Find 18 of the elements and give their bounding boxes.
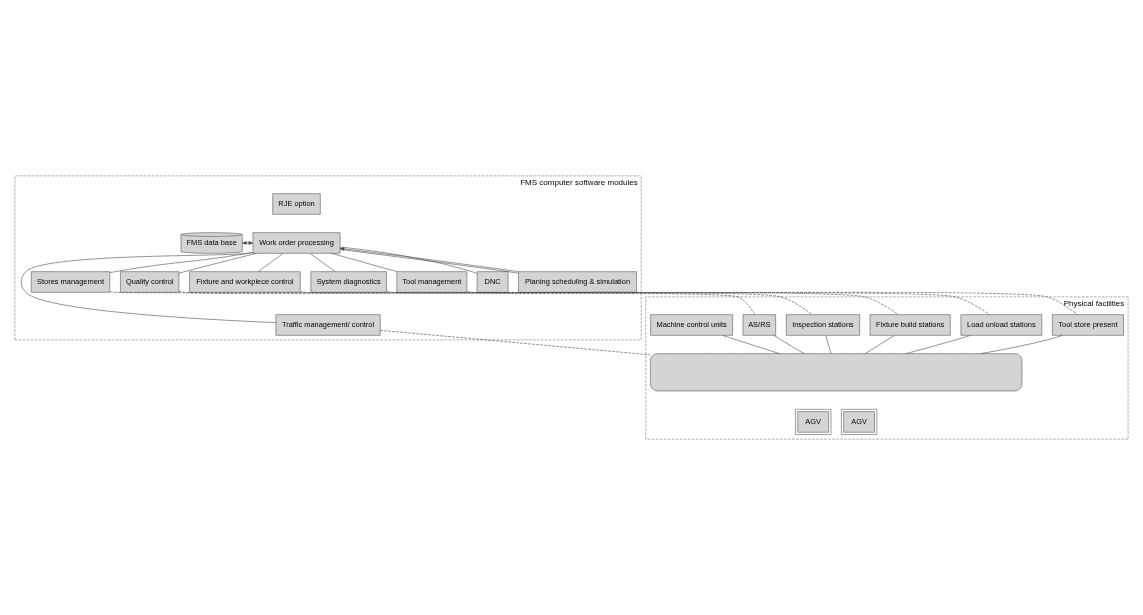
connector	[825, 335, 832, 354]
connector	[466, 291, 1078, 315]
connector	[20, 252, 277, 323]
connector	[773, 335, 805, 354]
connector	[905, 335, 971, 354]
connector	[300, 291, 899, 315]
connector	[309, 253, 336, 272]
connector	[980, 335, 1063, 354]
connector	[178, 253, 257, 274]
connector	[178, 291, 813, 315]
arrow	[242, 241, 254, 245]
connector	[109, 291, 755, 315]
node-bar	[650, 353, 1023, 392]
connector	[864, 335, 895, 354]
connector	[722, 335, 780, 354]
connector	[386, 291, 990, 315]
connector	[380, 330, 651, 356]
connector	[258, 253, 284, 272]
